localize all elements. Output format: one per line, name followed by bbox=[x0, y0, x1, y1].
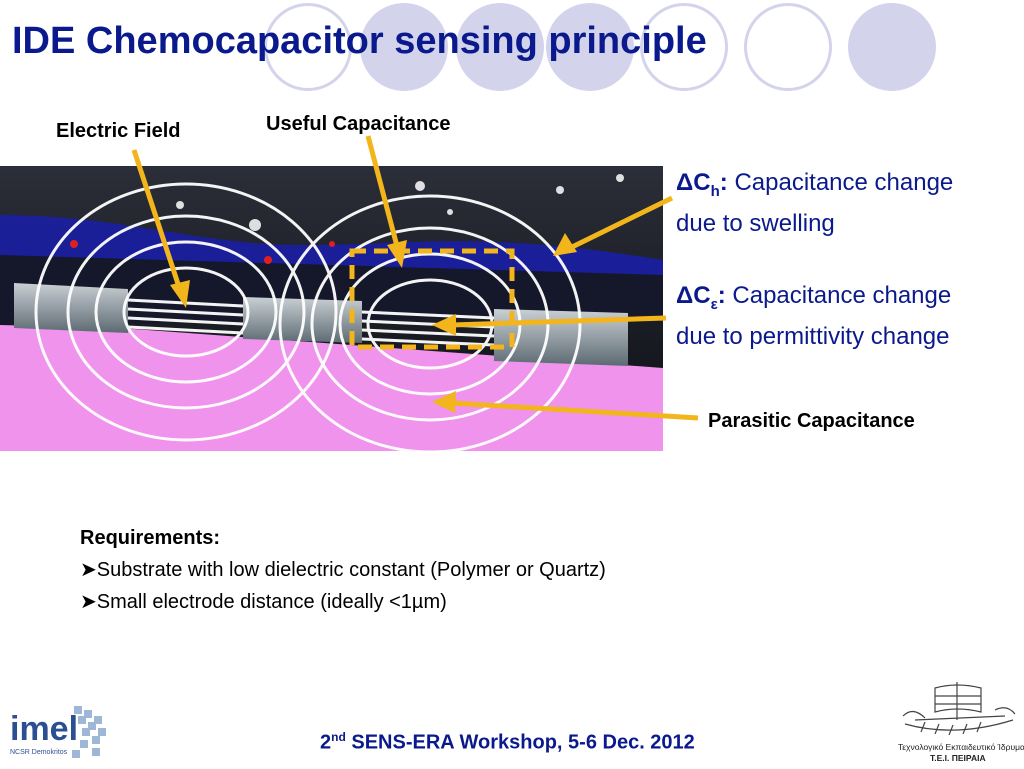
decor-circle bbox=[744, 3, 832, 91]
delta-ce-description: ΔCε: Capacitance change due to permittiv… bbox=[676, 282, 952, 350]
requirement-item: ➤Substrate with low dielectric constant … bbox=[80, 559, 606, 581]
delta-ch-text-1: Capacitance change bbox=[734, 169, 954, 196]
footer-workshop: 2nd SENS-ERA Workshop, 5-6 Dec. 2012 bbox=[320, 730, 695, 754]
annotation-arrows bbox=[131, 135, 699, 421]
tei-piraeus-logo bbox=[895, 676, 1021, 766]
decor-circle bbox=[848, 3, 936, 91]
imel-logo-text: imel bbox=[10, 710, 78, 748]
tei-logo-line2: Τ.Ε.Ι. ΠΕΙΡΑΙΑ bbox=[930, 753, 986, 763]
decor-circle bbox=[360, 3, 448, 91]
label-electric-field: Electric Field bbox=[56, 120, 181, 142]
delta-ce-symbol: ΔC bbox=[676, 282, 711, 309]
useful-capacitance-box bbox=[349, 248, 515, 350]
delta-ce-text-1: Capacitance change bbox=[732, 282, 952, 309]
decor-circle bbox=[546, 3, 634, 91]
delta-ce-subscript: ε bbox=[710, 295, 718, 313]
arrow-bullet-icon: ➤ bbox=[80, 591, 97, 613]
delta-ch-symbol: ΔC bbox=[676, 169, 711, 196]
requirement-item: ➤Small electrode distance (ideally <1µm) bbox=[80, 591, 447, 613]
requirements-block: Requirements: ➤Substrate with low dielec… bbox=[80, 522, 606, 618]
delta-ce-text-2: due to permittivity change bbox=[676, 322, 950, 350]
decor-circle bbox=[264, 3, 352, 91]
imel-logo: imel NCSR Demokritos bbox=[8, 702, 112, 764]
slide-title: IDE Chemocapacitor sensing principle bbox=[12, 20, 707, 62]
delta-ch-subscript: h bbox=[710, 182, 720, 200]
requirements-heading: Requirements: bbox=[80, 527, 221, 549]
label-useful-capacitance: Useful Capacitance bbox=[266, 113, 451, 135]
decor-circle bbox=[456, 3, 544, 91]
tei-logo-line1: Τεχνολογικό Εκπαιδευτικό Ίδρυμα bbox=[898, 742, 1024, 752]
delta-ch-text-2: due to swelling bbox=[676, 209, 835, 237]
delta-ch-description: ΔCh: Capacitance change due to swelling bbox=[676, 169, 954, 237]
decor-circle bbox=[640, 3, 728, 91]
label-parasitic-capacitance: Parasitic Capacitance bbox=[708, 410, 915, 432]
arrow-bullet-icon: ➤ bbox=[80, 559, 97, 581]
imel-logo-subtext: NCSR Demokritos bbox=[10, 749, 68, 756]
